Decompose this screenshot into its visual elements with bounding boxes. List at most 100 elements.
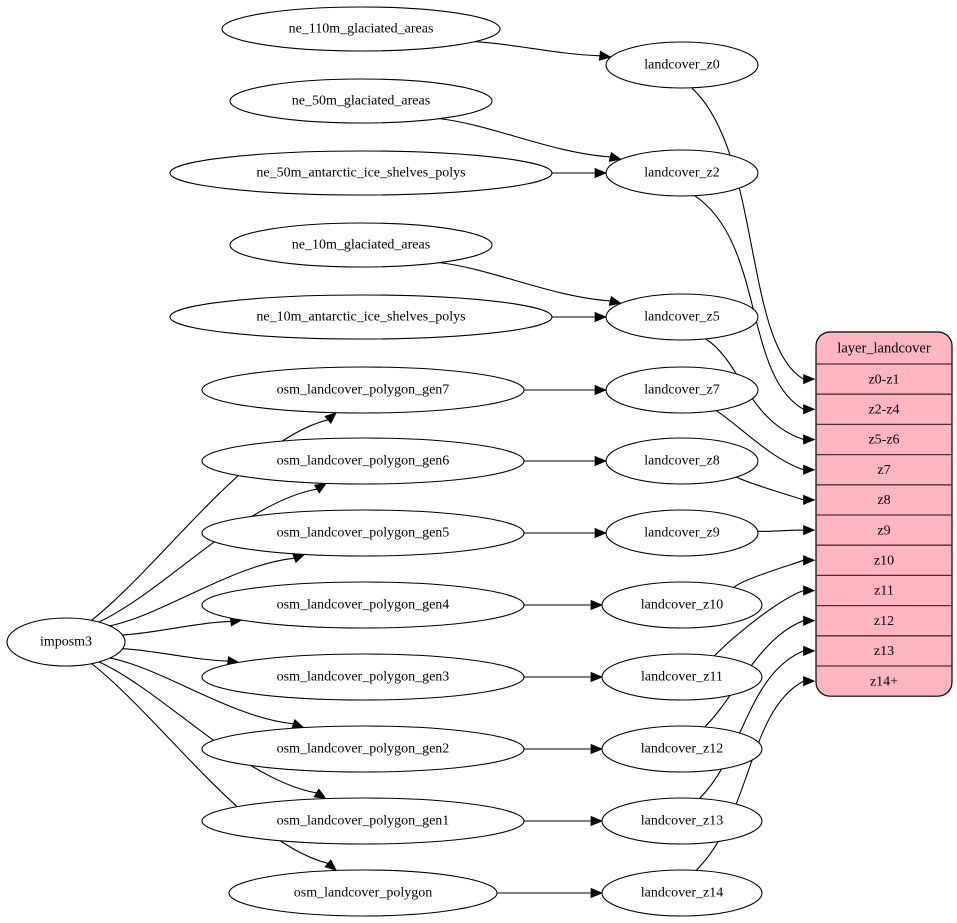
node-label: landcover_z13 — [641, 814, 723, 829]
edge-arrowhead — [803, 404, 816, 415]
node-osm_landcover_polygon_gen4[interactable]: osm_landcover_polygon_gen4 — [201, 581, 525, 629]
node-shape — [605, 366, 759, 414]
edge-osm_landcover_polygon--to--landcover_z14 — [497, 887, 603, 899]
table-header-row[interactable]: layer_landcover — [837, 340, 931, 356]
node-shape — [6, 617, 126, 667]
node-shape — [605, 41, 759, 89]
node-shape — [601, 581, 763, 629]
node-label: landcover_z11 — [641, 670, 723, 685]
table-row-label: z10 — [874, 554, 894, 569]
node-shape — [601, 797, 763, 845]
node-shape — [201, 653, 525, 701]
table-row-z14plus[interactable]: z14+ — [816, 665, 952, 689]
table-row-z5-z6[interactable]: z5-z6 — [816, 423, 952, 448]
edge-arrowhead — [803, 645, 816, 657]
node-label: landcover_z0 — [644, 58, 719, 73]
node-landcover_z8[interactable]: landcover_z8 — [605, 437, 759, 485]
node-imposm3[interactable]: imposm3 — [6, 617, 126, 667]
node-shape — [601, 725, 763, 773]
table-row-z8[interactable]: z8 — [816, 484, 952, 508]
node-label: ne_50m_glaciated_areas — [292, 94, 430, 109]
node-shape — [201, 366, 525, 414]
edge-arrowhead — [590, 815, 603, 827]
edge-arrowhead — [594, 455, 607, 467]
node-shape — [169, 150, 553, 196]
edge-osm_landcover_polygon_gen5--to--landcover_z9 — [524, 527, 607, 539]
table-row-label: z14+ — [870, 674, 898, 689]
node-osm_landcover_polygon_gen1[interactable]: osm_landcover_polygon_gen1 — [201, 797, 525, 845]
node-osm_landcover_polygon_gen5[interactable]: osm_landcover_polygon_gen5 — [201, 509, 525, 557]
node-osm_landcover_polygon_gen3[interactable]: osm_landcover_polygon_gen3 — [201, 653, 525, 701]
edge-line — [439, 262, 611, 302]
table-row-z2-z4[interactable]: z2-z4 — [816, 393, 952, 418]
node-landcover_z13[interactable]: landcover_z13 — [601, 797, 763, 845]
edge-landcover_z10--to--layer_landcover_z10 — [733, 555, 816, 588]
node-label: osm_landcover_polygon_gen3 — [277, 670, 450, 685]
edge-line — [695, 680, 804, 871]
node-layer_landcover[interactable]: layer_landcover z0-z1 z2-z4 z5-z6 z7 z8 z9 z10 z… — [815, 331, 953, 697]
table-row-z10[interactable]: z10 — [816, 544, 952, 569]
edge-arrowhead — [803, 585, 816, 596]
edge-arrowhead — [594, 167, 607, 179]
table-row-label: z7 — [877, 463, 890, 478]
edge-arrowhead — [803, 494, 816, 506]
edge-arrowhead — [590, 887, 603, 899]
node-label: imposm3 — [40, 635, 92, 650]
node-osm_landcover_polygon[interactable]: osm_landcover_polygon — [228, 869, 498, 917]
node-label: landcover_z10 — [641, 598, 723, 613]
node-label: osm_landcover_polygon_gen2 — [277, 742, 450, 757]
node-label: landcover_z14 — [641, 886, 723, 901]
node-label: ne_110m_glaciated_areas — [289, 22, 434, 37]
edge-landcover_z9--to--layer_landcover_z9 — [757, 524, 816, 536]
node-landcover_z9[interactable]: landcover_z9 — [605, 509, 759, 557]
edge-line — [98, 488, 317, 623]
edge-line — [733, 559, 804, 588]
node-shape — [169, 294, 553, 340]
edge-line — [110, 657, 294, 725]
node-osm_landcover_polygon_gen6[interactable]: osm_landcover_polygon_gen6 — [201, 437, 525, 485]
edge-osm_landcover_polygon_gen7--to--landcover_z7 — [524, 384, 607, 396]
table-row-z0-z1[interactable]: z0-z1 — [868, 372, 899, 387]
node-ne_110m_glaciated_areas[interactable]: ne_110m_glaciated_areas — [221, 6, 501, 52]
node-shape — [229, 222, 493, 268]
table-row-z12[interactable]: z12 — [816, 604, 952, 629]
table-row-z11[interactable]: z11 — [816, 574, 952, 599]
node-label: ne_50m_antarctic_ice_shelves_polys — [256, 166, 465, 181]
edge-landcover_z7--to--layer_landcover_z7 — [715, 410, 816, 475]
edge-arrowhead — [594, 311, 607, 323]
edge-imposm3--to--osm_landcover_polygon_gen1 — [98, 661, 327, 800]
node-landcover_z7[interactable]: landcover_z7 — [605, 366, 759, 414]
node-landcover_z2[interactable]: landcover_z2 — [605, 149, 759, 197]
node-landcover_z0[interactable]: landcover_z0 — [605, 41, 759, 89]
node-osm_landcover_polygon_gen2[interactable]: osm_landcover_polygon_gen2 — [201, 725, 525, 773]
edge-arrowhead — [803, 675, 816, 687]
node-landcover_z12[interactable]: landcover_z12 — [601, 725, 763, 773]
node-shape — [605, 437, 759, 485]
table-row-label: z9 — [877, 523, 890, 538]
node-label: landcover_z5 — [644, 310, 719, 325]
node-landcover_z10[interactable]: landcover_z10 — [601, 581, 763, 629]
node-ne_50m_glaciated_areas[interactable]: ne_50m_glaciated_areas — [229, 78, 493, 124]
node-ne_50m_antarctic_ice_shelves_polys[interactable]: ne_50m_antarctic_ice_shelves_polys — [169, 150, 553, 196]
table-row-z9[interactable]: z9 — [816, 514, 952, 538]
table-row-z7[interactable]: z7 — [816, 453, 952, 478]
node-landcover_z11[interactable]: landcover_z11 — [601, 653, 763, 701]
node-shape — [228, 869, 498, 917]
table-row-z13[interactable]: z13 — [816, 635, 952, 659]
node-landcover_z5[interactable]: landcover_z5 — [605, 293, 759, 341]
node-label: landcover_z12 — [641, 742, 723, 757]
node-ne_10m_glaciated_areas[interactable]: ne_10m_glaciated_areas — [229, 222, 493, 268]
node-landcover_z14[interactable]: landcover_z14 — [601, 869, 763, 917]
edge-arrowhead — [598, 50, 612, 61]
edge-osm_landcover_polygon_gen6--to--landcover_z8 — [524, 455, 607, 467]
edge-osm_landcover_polygon_gen1--to--landcover_z13 — [524, 815, 603, 827]
edge-arrowhead — [590, 743, 603, 755]
edge-osm_landcover_polygon_gen4--to--landcover_z10 — [524, 599, 603, 611]
node-osm_landcover_polygon_gen7[interactable]: osm_landcover_polygon_gen7 — [201, 366, 525, 414]
node-label: landcover_z7 — [644, 383, 719, 398]
node-ne_10m_antarctic_ice_shelves_polys[interactable]: ne_10m_antarctic_ice_shelves_polys — [169, 294, 553, 340]
edge-arrowhead — [803, 615, 816, 626]
edge-arrowhead — [324, 859, 338, 872]
edge-layer — [91, 41, 816, 899]
edge-landcover_z2--to--layer_landcover_z2-z4 — [694, 195, 816, 415]
